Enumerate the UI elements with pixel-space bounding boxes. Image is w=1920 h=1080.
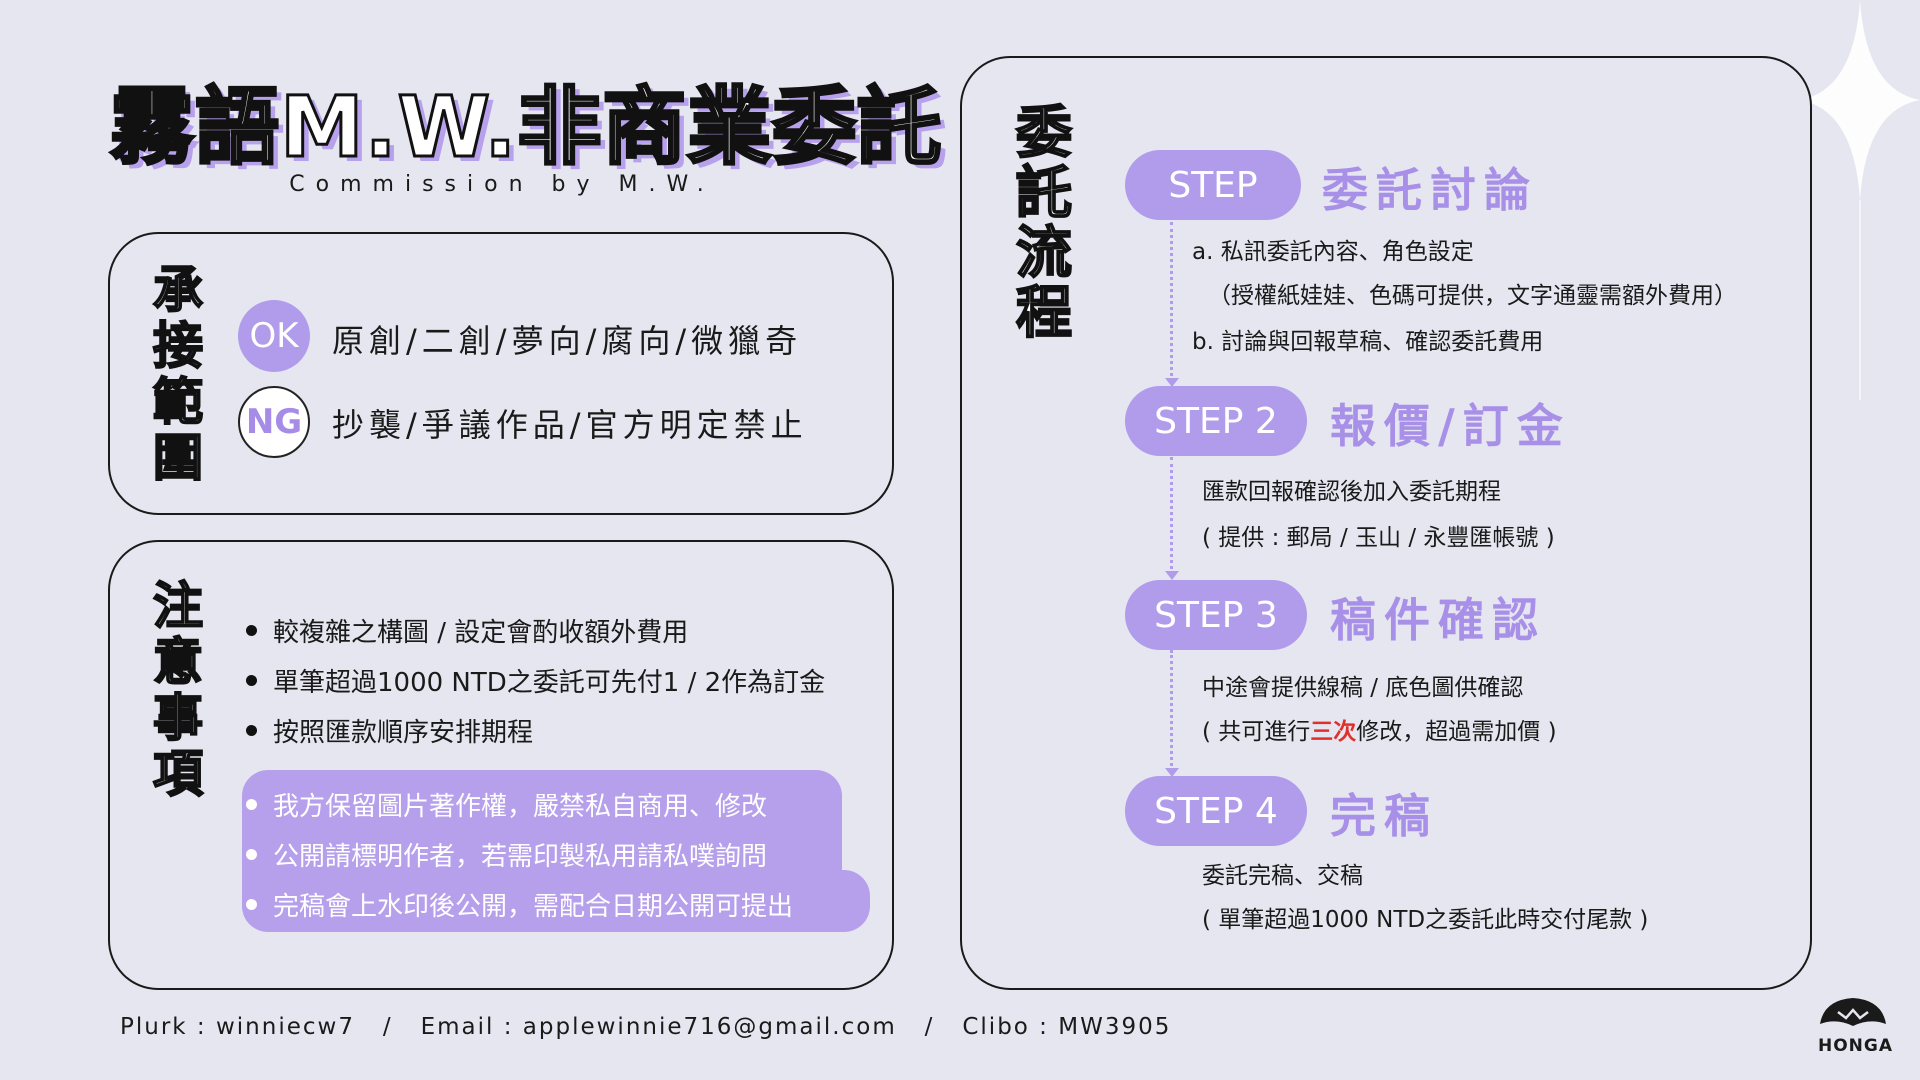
- email-contact: Email : applewinnie716@gmail.com: [420, 1014, 897, 1040]
- plurk-contact: Plurk : winniecw7: [120, 1014, 355, 1040]
- scope-panel: [108, 232, 894, 515]
- step-3-line: ( 共可進行三次修改，超過需加價 ): [1202, 719, 1557, 745]
- connector-line: [1170, 650, 1173, 772]
- note-item: 較複雜之構圖 / 設定會酌收額外費用: [246, 612, 688, 649]
- highlight-note: 我方保留圖片著作權，嚴禁私自商用、修改: [246, 786, 767, 823]
- bullet-icon: [246, 675, 257, 686]
- page-subtitle: Commission by M.W.: [289, 172, 715, 197]
- step-4-line: ( 單筆超過1000 NTD之委託此時交付尾款 ): [1202, 907, 1649, 933]
- connector-line: [1170, 222, 1173, 382]
- ok-text: 原創/二創/夢向/腐向/微獵奇: [332, 322, 803, 360]
- step-4-title: 完稿: [1330, 789, 1438, 843]
- step-1-line: （授權紙娃娃、色碼可提供，文字通靈需額外費用）: [1208, 283, 1737, 309]
- footer-separator: /: [382, 1014, 393, 1040]
- step-1-title: 委託討論: [1322, 163, 1538, 217]
- step-2-line: ( 提供 : 郵局 / 玉山 / 永豐匯帳號 ): [1202, 525, 1555, 551]
- bullet-icon: [246, 625, 257, 636]
- logo-text: HONGA: [1818, 1036, 1894, 1056]
- bullet-icon: [246, 725, 257, 736]
- note-item: 單筆超過1000 NTD之委託可先付1 / 2作為訂金: [246, 662, 825, 699]
- footer-separator: /: [924, 1014, 935, 1040]
- step-1-line: a. 私訊委託內容、角色設定: [1192, 239, 1474, 265]
- process-label: 委託流程: [1015, 101, 1073, 346]
- revision-count-highlight: 三次: [1310, 719, 1357, 745]
- highlight-note: 完稿會上水印後公開，需配合日期公開可提出: [246, 886, 793, 923]
- arrow-down-icon: [1165, 571, 1179, 580]
- step-3-pill: STEP 3: [1125, 580, 1307, 650]
- step-1-line: b. 討論與回報草稿、確認委託費用: [1192, 329, 1544, 355]
- note-item: 按照匯款順序安排期程: [246, 712, 533, 749]
- page-title: 霧語M.W.非商業委託: [108, 77, 943, 178]
- connector-line: [1170, 457, 1173, 575]
- arrow-down-icon: [1165, 378, 1179, 387]
- bullet-icon: [246, 899, 257, 910]
- contact-footer: Plurk : winniecw7 / Email : applewinnie7…: [120, 1014, 1171, 1040]
- ng-badge: NG: [238, 386, 310, 458]
- step-3-title: 稿件確認: [1330, 593, 1546, 647]
- step-2-title: 報價/訂金: [1330, 399, 1571, 453]
- step-2-pill: STEP 2: [1125, 386, 1307, 456]
- step-4-pill: STEP 4: [1125, 776, 1307, 846]
- step-3-line: 中途會提供線稿 / 底色圖供確認: [1202, 675, 1524, 701]
- arrow-down-icon: [1165, 768, 1179, 777]
- ok-badge: OK: [238, 300, 310, 372]
- ng-text: 抄襲/爭議作品/官方明定禁止: [332, 406, 808, 444]
- clibo-contact: Clibo : MW3905: [962, 1014, 1172, 1040]
- step-2-line: 匯款回報確認後加入委託期程: [1202, 479, 1501, 505]
- bullet-icon: [246, 849, 257, 860]
- step-4-line: 委託完稿、交稿: [1202, 863, 1363, 889]
- highlight-box-extension: [560, 870, 870, 932]
- notes-label: 注意事項: [152, 577, 204, 803]
- scope-label: 承接範圍: [152, 261, 204, 487]
- process-panel: [960, 56, 1812, 990]
- honga-logo-icon: [1820, 998, 1886, 1026]
- bullet-icon: [246, 799, 257, 810]
- step-1-pill: STEP: [1125, 150, 1301, 220]
- highlight-note: 公開請標明作者，若需印製私用請私噗詢問: [246, 836, 767, 873]
